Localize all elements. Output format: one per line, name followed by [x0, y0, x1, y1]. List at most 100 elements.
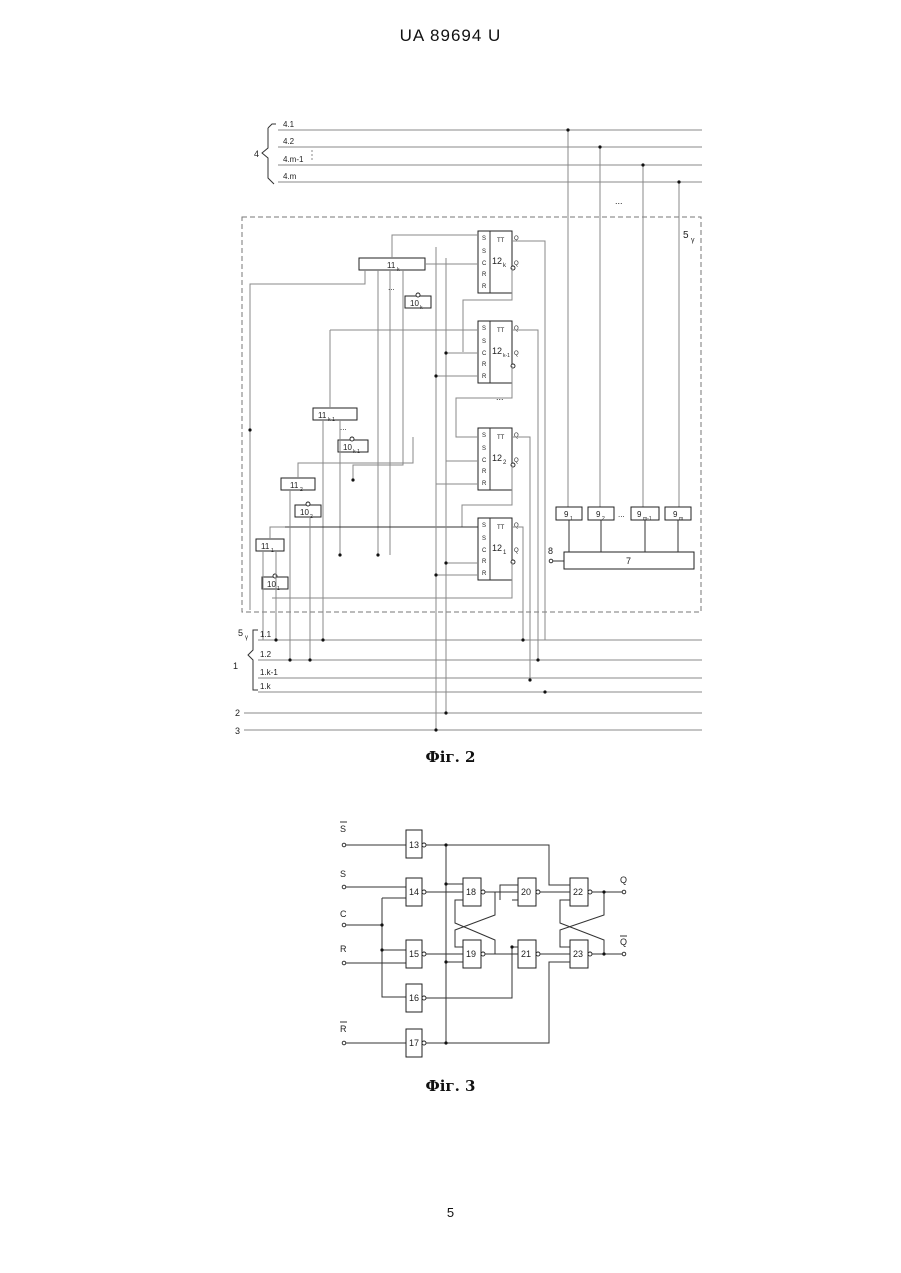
svg-text:TT: TT — [497, 435, 505, 441]
input-r-bar-label: R — [340, 1024, 347, 1034]
figure-3-diagram: S S C R R 13 14 — [340, 822, 627, 1057]
block-9-1: 9 1 — [556, 507, 582, 522]
svg-text:k-1: k-1 — [353, 449, 360, 455]
output-q-label: Q — [620, 875, 627, 885]
line-8-label: 8 — [548, 546, 553, 556]
svg-text:...: ... — [496, 392, 504, 402]
gate-15: 15 — [406, 940, 426, 968]
svg-text:22: 22 — [573, 887, 583, 897]
input-s-bar-label: S — [340, 824, 346, 834]
svg-text:19: 19 — [466, 949, 476, 959]
svg-text:S: S — [482, 536, 486, 542]
svg-text:18: 18 — [466, 887, 476, 897]
svg-text:R: R — [482, 272, 487, 278]
svg-text:Q: Q — [514, 433, 519, 439]
svg-text:S: S — [482, 446, 486, 452]
svg-text:k-1: k-1 — [328, 417, 335, 423]
svg-text:17: 17 — [409, 1038, 419, 1048]
bus-1-line-k-label: 1.k — [260, 682, 272, 691]
svg-text:1: 1 — [277, 586, 280, 592]
svg-text:7: 7 — [626, 556, 631, 566]
svg-text:C: C — [482, 351, 487, 357]
svg-text:11: 11 — [261, 542, 270, 551]
svg-text:C: C — [482, 458, 487, 464]
svg-text:S: S — [482, 523, 486, 529]
block-11-1: 11 1 — [256, 539, 284, 554]
svg-text:11: 11 — [387, 261, 396, 270]
input-s-label: S — [340, 869, 346, 879]
svg-text:...: ... — [340, 423, 347, 432]
svg-text:S: S — [482, 339, 486, 345]
svg-text:12: 12 — [492, 346, 502, 356]
svg-text:R: R — [482, 571, 487, 577]
svg-text:9: 9 — [596, 510, 601, 519]
bus-4: 4 4.1 4.2 4.m-1 4.m ... — [254, 120, 702, 206]
svg-text:Q: Q — [514, 351, 519, 357]
gate-16: 16 — [406, 984, 426, 1012]
svg-text:Q: Q — [514, 326, 519, 332]
lines-2-3: 2 3 — [235, 708, 702, 736]
svg-text:10: 10 — [300, 508, 309, 517]
bus-4-taps — [566, 128, 680, 508]
bus-1: 5 γ 1 1.1 1.2 1.k-1 1.k — [233, 628, 702, 694]
block-7: 7 — [564, 552, 694, 569]
gate-14: 14 — [406, 878, 426, 906]
bus-4-line-m1-label: 4.m-1 — [283, 155, 304, 164]
svg-text:R: R — [482, 362, 487, 368]
block-5-bottom-label: 5 — [238, 628, 243, 638]
page-number: 5 — [0, 1205, 901, 1220]
svg-text:9: 9 — [673, 510, 678, 519]
svg-text:1: 1 — [271, 548, 274, 554]
svg-text:S: S — [482, 433, 486, 439]
svg-text:10: 10 — [343, 443, 352, 452]
gate-19: 19 — [463, 940, 485, 968]
svg-text:C: C — [482, 548, 487, 554]
svg-text:R: R — [482, 469, 487, 475]
gate-17: 17 — [406, 1029, 426, 1057]
svg-text:Q: Q — [514, 523, 519, 529]
svg-text:2: 2 — [602, 516, 605, 522]
svg-text:9: 9 — [637, 510, 642, 519]
svg-text:...: ... — [618, 510, 625, 519]
svg-text:m: m — [679, 516, 683, 522]
svg-text:2: 2 — [300, 487, 303, 493]
figure-2-caption: Фіг. 2 — [0, 748, 901, 766]
svg-text:10: 10 — [410, 299, 419, 308]
svg-text:10: 10 — [267, 580, 276, 589]
svg-text:S: S — [482, 326, 486, 332]
gate-23: 23 — [570, 940, 592, 968]
svg-text:R: R — [482, 284, 487, 290]
svg-text:21: 21 — [521, 949, 531, 959]
svg-text:TT: TT — [497, 525, 505, 531]
bus-1-line-k1-label: 1.k-1 — [260, 668, 278, 677]
block-9-2: 9 2 — [588, 507, 614, 522]
trigger-12-k: S S C R R TT 12 k Q Q — [478, 231, 519, 293]
svg-text:R: R — [482, 374, 487, 380]
svg-text:4: 4 — [254, 149, 259, 159]
svg-text:14: 14 — [409, 887, 419, 897]
svg-text:S: S — [482, 249, 486, 255]
line-2-label: 2 — [235, 708, 240, 718]
svg-text:20: 20 — [521, 887, 531, 897]
svg-text:TT: TT — [497, 328, 505, 334]
bus-4-line-2-label: 4.2 — [283, 137, 295, 146]
svg-text:...: ... — [615, 196, 623, 206]
svg-text:R: R — [482, 559, 487, 565]
line-3-label: 3 — [235, 726, 240, 736]
svg-text:16: 16 — [409, 993, 419, 1003]
input-c-label: C — [340, 909, 347, 919]
svg-text:R: R — [482, 481, 487, 487]
gate-21: 21 — [518, 940, 540, 968]
svg-text:S: S — [482, 236, 486, 242]
svg-text:C: C — [482, 261, 487, 267]
svg-text:TT: TT — [497, 238, 505, 244]
gate-18: 18 — [463, 878, 485, 906]
svg-text:23: 23 — [573, 949, 583, 959]
svg-text:9: 9 — [564, 510, 569, 519]
svg-text:γ: γ — [691, 237, 695, 244]
block-10-k: 10 k — [405, 293, 431, 311]
svg-text:k-1: k-1 — [503, 353, 510, 359]
bus-1-line-1-label: 1.1 — [260, 630, 272, 639]
block-11-2: 11 2 — [281, 478, 315, 493]
svg-text:1: 1 — [570, 516, 573, 522]
